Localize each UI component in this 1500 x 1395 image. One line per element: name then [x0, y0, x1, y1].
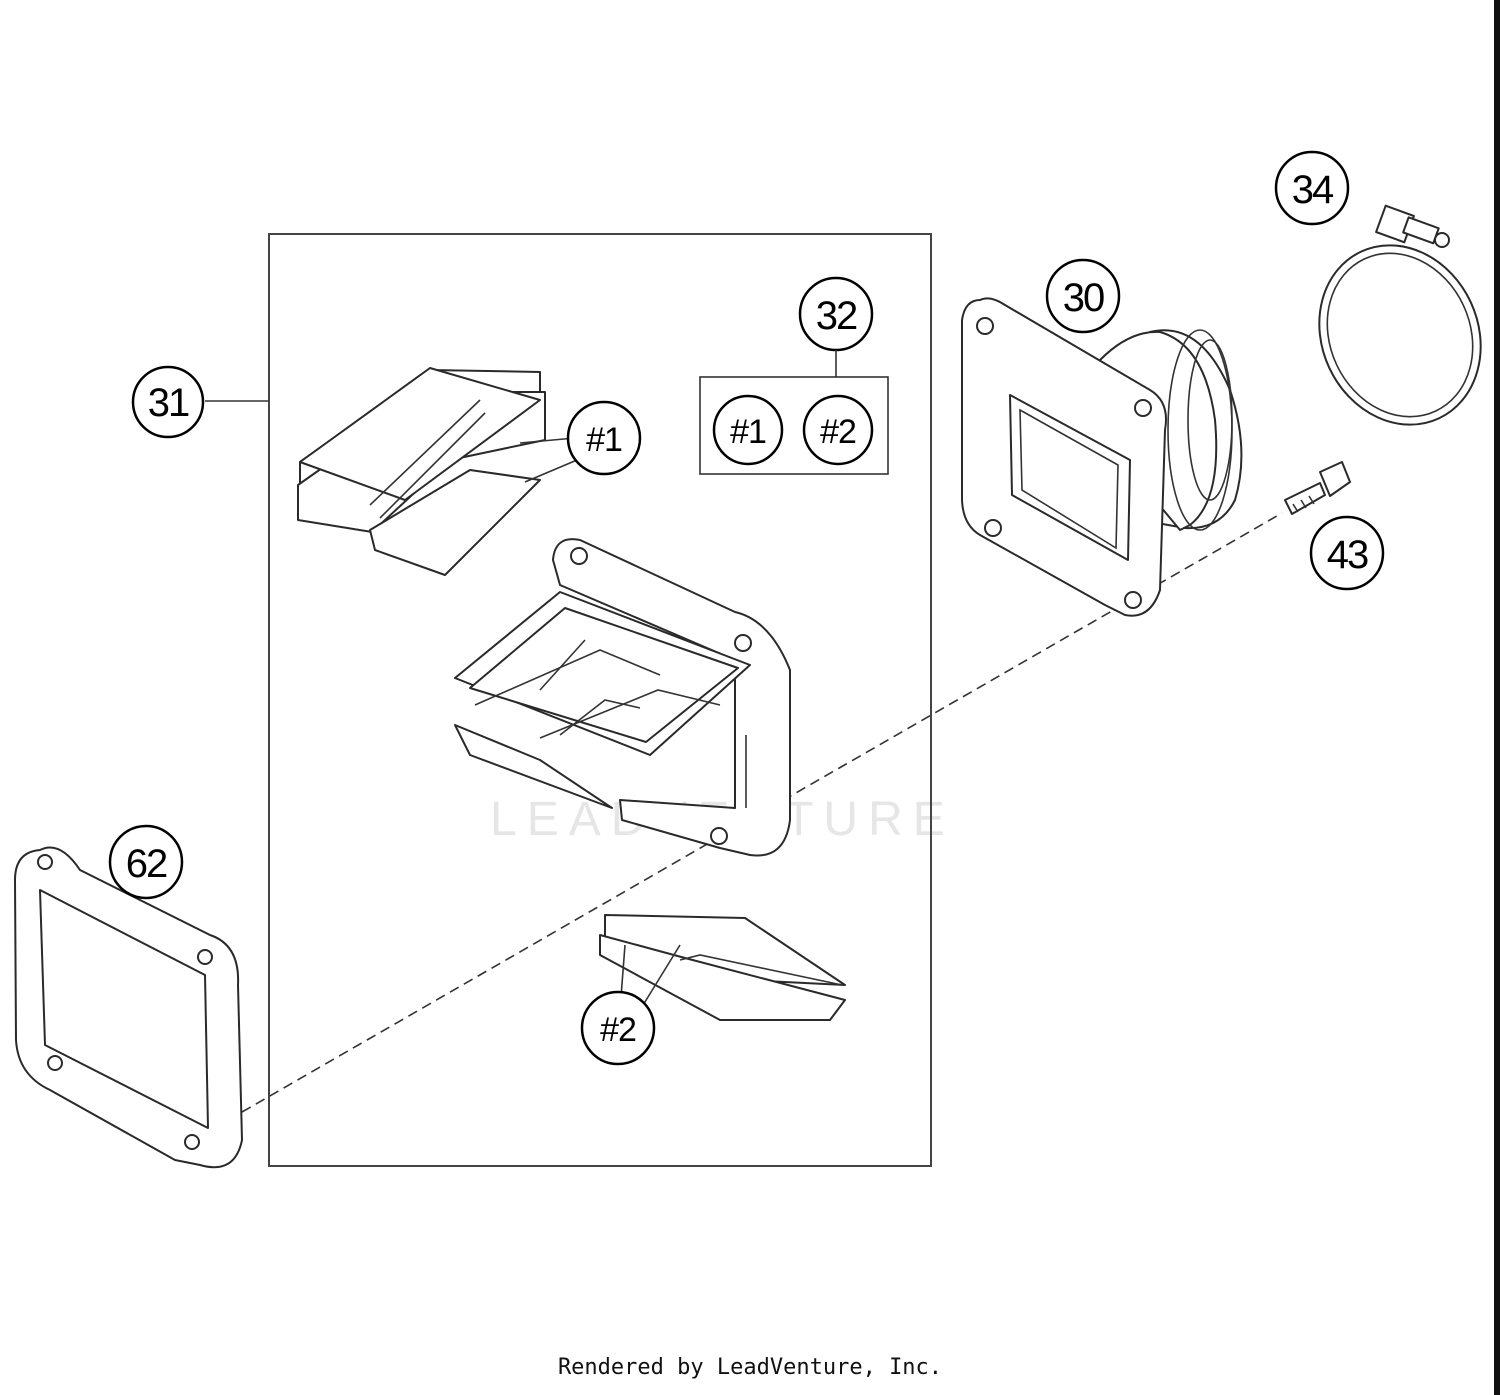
svg-text:30: 30	[1063, 276, 1104, 320]
svg-text:#2: #2	[600, 1011, 636, 1049]
callout-30: 30	[1045, 258, 1121, 334]
callout-reed-2: #2	[580, 990, 656, 1066]
callout-34: 34	[1274, 150, 1350, 226]
reed-petals-1	[297, 367, 578, 576]
intake-flange-30	[961, 297, 1243, 617]
callout-reed-1: #1	[566, 400, 642, 476]
svg-text:32: 32	[816, 294, 857, 338]
hose-clamp-34	[1318, 204, 1482, 426]
right-border	[1494, 0, 1500, 1395]
svg-text:#2: #2	[820, 413, 856, 451]
kit-31-frame	[268, 233, 932, 1167]
callout-62: 62	[108, 824, 184, 900]
gasket-62	[14, 846, 243, 1169]
svg-text:43: 43	[1327, 533, 1368, 577]
kit-32-box	[699, 376, 889, 475]
callout-31: 31	[131, 365, 205, 439]
callout-32-item-2	[802, 394, 874, 466]
svg-text:62: 62	[126, 842, 167, 886]
svg-text:#1: #1	[730, 413, 766, 451]
svg-text:31: 31	[148, 381, 189, 425]
reed-petals-2	[599, 914, 846, 1021]
reed-block	[454, 538, 791, 857]
bolt-43	[1284, 461, 1351, 515]
callout-32-item-1	[712, 394, 784, 466]
callout-32: 32 #1 #2	[699, 276, 889, 475]
callout-43: 43	[1309, 515, 1385, 591]
svg-text:#1: #1	[586, 421, 622, 459]
footer-credit: Rendered by LeadVenture, Inc.	[557, 1355, 943, 1380]
svg-text:34: 34	[1292, 168, 1334, 212]
